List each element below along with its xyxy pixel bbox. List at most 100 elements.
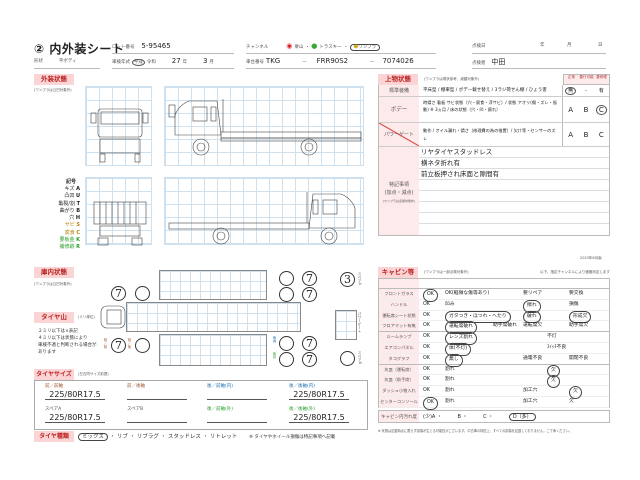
tire-rear-right-inner-rear[interactable] — [279, 352, 294, 367]
power-gate-panel[interactable] — [335, 310, 357, 340]
tire-type-mix-selected[interactable]: ミックス — [78, 433, 108, 441]
cabin-option[interactable]: 凹み — [445, 301, 455, 307]
floor-left-panel[interactable] — [159, 270, 267, 300]
dirt-option-c[interactable]: C — [483, 414, 487, 420]
grade-c-selected[interactable]: C — [595, 105, 607, 115]
cabin-option[interactable]: 損傷 — [569, 301, 579, 307]
cabin-option[interactable]: OK — [423, 366, 430, 372]
mark-none-selected[interactable]: 無 — [565, 87, 577, 95]
tire-size-cell[interactable]: 前／後軸 — [127, 383, 187, 400]
cabin-option[interactable]: ｽｲｯﾁ不良 — [547, 344, 567, 350]
cabin-option[interactable]: 要リペア — [523, 291, 543, 296]
tire-front-left-tread[interactable]: 7 — [111, 286, 126, 301]
cabin-option[interactable]: OK — [423, 388, 430, 394]
cabin-option[interactable]: 助手席破れ — [493, 323, 517, 329]
channel-option-truski[interactable]: トラスキー — [319, 45, 342, 50]
tire-type-studless[interactable]: スタッドレス — [167, 434, 201, 440]
cabin-option[interactable]: 擦れ — [523, 299, 541, 313]
special-notes-lines[interactable]: リヤタイヤスタッドレス 横ネタ折れ有 前立板押され床面と隙間有 — [419, 147, 609, 235]
tire-front-right-rear[interactable] — [135, 338, 150, 353]
cabin-option[interactable]: ガタつき・ほつれ・へたり — [445, 310, 511, 324]
cabin-option[interactable]: 加工穴 — [523, 398, 538, 404]
tire-type-rib[interactable]: リブ — [116, 434, 128, 440]
grade-a[interactable]: A — [568, 131, 574, 139]
tire-rear-left-inner-rear[interactable] — [279, 287, 294, 302]
cabin-option[interactable]: 加工穴 — [523, 388, 538, 394]
tire-spare-a[interactable]: 3 — [340, 272, 355, 287]
grade-b[interactable]: B — [583, 131, 589, 139]
truck-front-view[interactable] — [85, 86, 152, 166]
mark-present[interactable]: 有 — [598, 88, 604, 94]
special-line[interactable]: リヤタイヤスタッドレス — [419, 147, 609, 158]
special-line[interactable]: 前立板押され床面と隙間有 — [419, 169, 609, 180]
cabin-option[interactable]: OK — [423, 396, 438, 410]
tire-type-rib-lug[interactable]: リブラグ — [136, 434, 159, 440]
dirt-option-a[interactable]: (少)A — [423, 414, 436, 420]
cabin-option[interactable]: OK — [423, 323, 430, 329]
tire-rear-right-b[interactable]: 7 — [302, 352, 317, 367]
cabin-option[interactable]: 欠 — [569, 398, 574, 404]
tire-front-right-tread[interactable]: 7 — [111, 338, 126, 353]
tire-type-retread[interactable]: リトレット — [209, 434, 238, 440]
truck-right-side-view[interactable] — [164, 177, 364, 245]
special-line[interactable] — [419, 180, 609, 191]
cabin-option[interactable]: 割れ — [445, 377, 455, 383]
era-heisei[interactable]: 平成 — [131, 59, 145, 66]
tire-rear-left-outer-a[interactable]: 7 — [302, 271, 317, 286]
cabin-option[interactable]: 要交換 — [569, 291, 584, 296]
cabin-option[interactable]: 破れ — [523, 310, 541, 324]
tire-rear-right-a[interactable]: 7 — [302, 336, 317, 351]
tire-rear-left-outer-b[interactable]: 7 — [302, 287, 317, 302]
special-line[interactable] — [419, 202, 609, 213]
cabin-option[interactable]: OK — [423, 289, 438, 302]
floor-right-panel[interactable] — [159, 334, 267, 366]
special-line[interactable] — [419, 224, 609, 235]
cabin-option[interactable]: 割れ — [445, 388, 455, 394]
special-line[interactable] — [419, 213, 609, 224]
cabin-option[interactable]: レンズ割れ — [445, 332, 477, 345]
tire-size-cell[interactable]: 後／前軸(外) — [207, 406, 267, 423]
cabin-option[interactable]: OK — [423, 301, 430, 307]
cabin-option[interactable]: 不灯 — [547, 334, 557, 340]
cabin-option[interactable]: 欠 — [569, 386, 582, 399]
cabin-option[interactable]: 割れ — [445, 398, 455, 404]
tire-size-cell[interactable]: 後／前軸(内) — [207, 383, 267, 400]
tire-front-left-rear[interactable] — [135, 286, 150, 301]
cabin-option[interactable]: OK — [423, 355, 430, 361]
dirt-option-d-selected[interactable]: D（多） — [508, 413, 536, 421]
cabin-option[interactable]: 助手席欠 — [569, 323, 589, 329]
cabin-option[interactable]: OK — [423, 377, 430, 383]
tire-rear-right-inner-front[interactable] — [279, 336, 294, 351]
tire-size-cell[interactable]: 後／後軸(外)225/80R17.5 — [289, 406, 349, 423]
cabin-option[interactable]: 割れ — [445, 366, 455, 372]
cabin-option[interactable]: OK — [423, 344, 430, 350]
channel-option-kuriyama[interactable]: 栗山 — [294, 45, 304, 50]
channel-option-wanpura[interactable]: ☻ワンプラ — [349, 44, 381, 51]
special-line[interactable]: 横ネタ折れ有 — [419, 158, 609, 169]
floor-main-panel[interactable] — [126, 302, 301, 332]
grade-b[interactable]: B — [583, 106, 589, 114]
dirt-option-b[interactable]: B — [457, 414, 461, 420]
special-line[interactable] — [419, 191, 609, 202]
grade-c[interactable]: C — [598, 131, 604, 139]
tire-spare-b[interactable] — [340, 351, 355, 366]
truck-left-side-view[interactable] — [164, 86, 364, 166]
era-reiwa[interactable]: 令和 — [146, 60, 156, 65]
truck-rear-view[interactable] — [85, 177, 152, 246]
grade-a[interactable]: A — [568, 106, 574, 114]
tire-size-cell[interactable]: スペアB — [127, 406, 187, 423]
cabin-option[interactable]: 通電不良 — [523, 355, 543, 361]
tire-rear-left-inner-front[interactable] — [279, 271, 294, 286]
cabin-option[interactable]: 形成欠 — [569, 310, 592, 324]
cabin-option[interactable]: 開閉不良 — [569, 355, 589, 361]
cabin-option[interactable]: OK(軽微な傷等あり) — [445, 291, 490, 296]
tire-size-cell[interactable]: 後／後軸(内)225/80R17.5 — [289, 383, 349, 400]
cabin-option[interactable]: OK — [423, 334, 430, 340]
cabin-option[interactable]: 無し — [445, 353, 463, 367]
cabin-option[interactable]: OK — [423, 312, 430, 318]
cabin-option[interactable]: 運転席破れ — [445, 321, 477, 335]
cabin-option[interactable]: 運転席欠 — [523, 323, 543, 329]
cabin-option[interactable]: 欠 — [547, 375, 560, 389]
